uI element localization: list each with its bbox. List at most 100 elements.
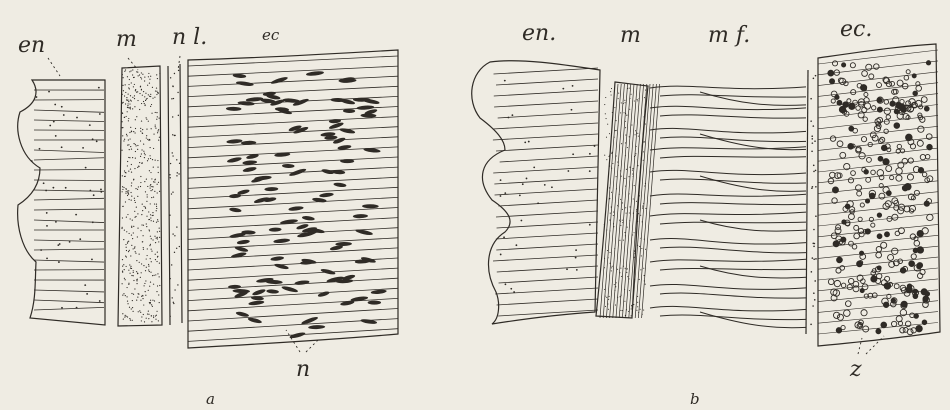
mesogloea-dot xyxy=(159,73,160,74)
nematocyst-cell xyxy=(913,91,918,96)
mesogloea-dot xyxy=(152,186,153,187)
mesogloea-dot xyxy=(607,124,608,125)
mesogloea-dot xyxy=(159,302,160,303)
mesogloea-dot xyxy=(149,170,150,171)
mesogloea-dot xyxy=(159,276,160,277)
endoderm-dot xyxy=(520,220,522,222)
mesogloea-dot xyxy=(155,90,156,91)
mesogloea-dot xyxy=(133,232,134,233)
mesogloea-dot xyxy=(134,200,135,201)
mesogloea-dot xyxy=(136,260,137,261)
mesogloea-dot xyxy=(155,242,156,243)
mesogloea-dot xyxy=(134,211,135,212)
mesogloea-dot xyxy=(623,103,624,104)
mesogloea-dot xyxy=(152,212,153,213)
boundary-dot xyxy=(813,258,815,260)
mesogloea-dot xyxy=(154,191,155,192)
mesogloea-dot xyxy=(629,212,630,213)
mesogloea-dot xyxy=(157,132,158,133)
mesogloea-dot xyxy=(139,109,140,110)
nerve-dot xyxy=(172,152,173,153)
endoderm-dot xyxy=(84,284,86,286)
mesogloea-dot xyxy=(613,215,614,216)
nematocyst-cell xyxy=(829,79,834,84)
mesogloea-dot xyxy=(130,108,131,109)
mesogloea-dot xyxy=(152,87,153,88)
mesogloea-dot xyxy=(131,100,132,101)
mesogloea-dot xyxy=(634,134,635,135)
mesogloea-dot xyxy=(609,166,610,167)
mesogloea-dot xyxy=(124,117,125,118)
mesogloea-dot xyxy=(641,255,642,256)
mesogloea-dot xyxy=(143,101,144,102)
mesogloea-dot xyxy=(157,231,158,232)
endoderm-dot xyxy=(100,191,102,193)
mesogloea-dot xyxy=(629,136,630,137)
mesogloea-dot xyxy=(146,226,147,227)
mesogloea-dot xyxy=(133,248,134,249)
mesogloea-dot xyxy=(130,100,131,101)
nematocyst-cell xyxy=(842,63,846,67)
mesogloea-dot xyxy=(605,113,606,114)
mesogloea-dot xyxy=(126,97,127,98)
nematocyst-cell xyxy=(877,107,882,112)
mesogloea-dot xyxy=(152,239,153,240)
mesogloea-dot xyxy=(623,266,624,267)
mesogloea-dot xyxy=(624,301,625,302)
mesogloea-dot xyxy=(148,314,149,315)
mesogloea-dot xyxy=(132,97,133,98)
mesogloea-dot xyxy=(134,217,135,218)
boundary-dot xyxy=(810,324,812,326)
mesogloea-dot xyxy=(135,216,136,217)
nematocyst-cell xyxy=(917,247,923,253)
mesogloea-dot xyxy=(158,320,159,321)
mesogloea-dot xyxy=(131,293,132,294)
mesogloea-dot xyxy=(124,139,125,140)
mesogloea-dot xyxy=(157,160,158,161)
endoderm-dot xyxy=(519,194,521,196)
mesogloea-dot xyxy=(150,244,151,245)
mesogloea-dot xyxy=(137,167,138,168)
mesogloea-dot xyxy=(131,275,132,276)
mesogloea-dot xyxy=(156,210,157,211)
mesogloea-dot xyxy=(640,215,641,216)
nerve-dot xyxy=(178,173,179,174)
mesogloea-dot xyxy=(129,149,130,150)
mesogloea-dot xyxy=(127,111,128,112)
mesogloea-dot xyxy=(156,315,157,316)
endoderm-dot xyxy=(31,160,33,162)
mesogloea-dot xyxy=(611,153,612,154)
mesogloea-dot xyxy=(612,163,613,164)
mesogloea-dot xyxy=(134,132,135,133)
mesogloea-dot xyxy=(643,151,644,152)
mesogloea-dot xyxy=(127,144,128,145)
mesogloea-dot xyxy=(146,129,147,130)
endoderm-dot xyxy=(61,307,63,309)
mesogloea-dot xyxy=(157,167,158,168)
mesogloea-dot xyxy=(128,93,129,94)
endoderm-dot xyxy=(43,182,45,184)
nerve-dot xyxy=(169,278,170,279)
mesogloea-dot xyxy=(140,128,141,129)
nucleus xyxy=(368,301,381,305)
mesogloea-dot xyxy=(140,182,141,183)
mesogloea-dot xyxy=(617,205,618,206)
mesogloea-dot xyxy=(137,149,138,150)
endoderm-dot xyxy=(500,179,502,181)
mesogloea-dot xyxy=(644,97,645,98)
nematocyst-cell xyxy=(912,74,916,78)
mesogloea-dot xyxy=(636,132,637,133)
endoderm-dot xyxy=(45,190,47,192)
mesogloea-dot xyxy=(645,284,646,285)
endoderm-dot xyxy=(76,307,78,309)
mesogloea-dot xyxy=(156,112,157,113)
endoderm-dot xyxy=(562,88,564,90)
mesogloea-dot xyxy=(609,296,610,297)
mesogloea-dot xyxy=(125,201,126,202)
nematocyst-cell xyxy=(894,109,899,114)
mesogloea-dot xyxy=(135,145,136,146)
label-a-nl: n l. xyxy=(172,25,207,50)
nematocyst-cell xyxy=(877,213,881,217)
mesogloea-dot xyxy=(123,264,124,265)
mesogloea-dot xyxy=(634,250,635,251)
